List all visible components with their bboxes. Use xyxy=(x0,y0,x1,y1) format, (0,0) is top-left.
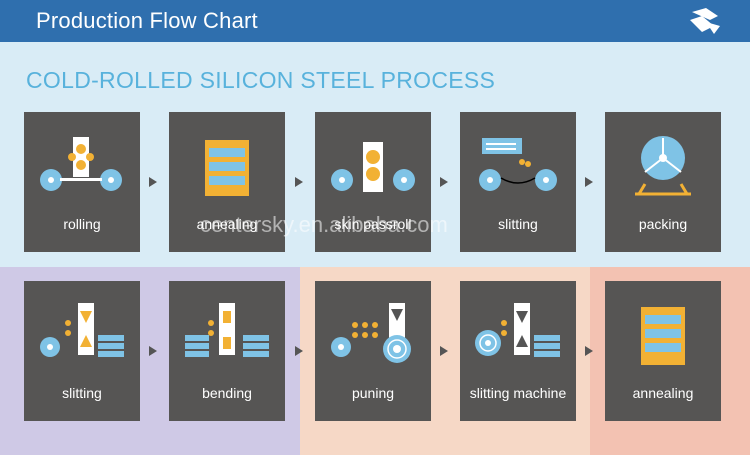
header-bar: Production Flow Chart xyxy=(0,0,750,42)
flow-arrow-icon xyxy=(585,346,593,356)
flow-arrow-icon xyxy=(149,346,157,356)
step-label: annealing xyxy=(196,216,258,232)
step-card-bending: bending xyxy=(169,281,285,421)
flow-arrow-icon xyxy=(585,177,593,187)
watermark: centersky.en.alibaba.com xyxy=(200,212,448,237)
flow-arrow-icon xyxy=(440,177,448,187)
packing-icon xyxy=(635,136,691,196)
step-label: packing xyxy=(638,216,688,232)
flow-arrow-icon xyxy=(295,346,303,356)
step-label: skin passroll xyxy=(334,216,412,232)
skin-passroll-icon xyxy=(331,142,415,192)
step-card-skin-passroll: skin passroll xyxy=(315,112,431,252)
step-label: puning xyxy=(351,385,395,401)
flow-arrow-icon xyxy=(440,346,448,356)
step-card-slitting: slitting xyxy=(460,112,576,252)
flow-arrow-icon xyxy=(149,177,157,187)
step-label: slitting xyxy=(62,385,102,401)
slitting-line-icon xyxy=(40,303,124,357)
annealing-icon xyxy=(641,307,685,365)
step-label: slitting xyxy=(498,216,538,232)
step-card-slitting-line: slitting xyxy=(24,281,140,421)
step-card-punching: puning xyxy=(315,281,431,421)
flow-arrow-icon xyxy=(295,177,303,187)
company-logo-icon xyxy=(690,8,720,34)
step-label: slitting machine xyxy=(469,385,567,401)
step-card-annealing: annealing xyxy=(169,112,285,252)
bending-icon xyxy=(185,303,269,357)
page-title: Production Flow Chart xyxy=(36,8,258,33)
punching-icon xyxy=(331,303,411,363)
step-label: bending xyxy=(202,385,252,401)
step-label: rolling xyxy=(63,216,101,232)
step-label: annealing xyxy=(632,385,694,401)
annealing-icon xyxy=(205,140,249,196)
step-card-packing: packing xyxy=(605,112,721,252)
slitting-icon xyxy=(479,138,557,191)
step-card-slitting-machine: slitting machine xyxy=(460,281,576,421)
slitting-machine-icon xyxy=(475,303,560,357)
step-card-annealing-final: annealing xyxy=(605,281,721,421)
rolling-icon xyxy=(40,137,122,191)
step-card-rolling: rolling xyxy=(24,112,140,252)
process-title: COLD-ROLLED SILICON STEEL PROCESS xyxy=(26,67,496,93)
